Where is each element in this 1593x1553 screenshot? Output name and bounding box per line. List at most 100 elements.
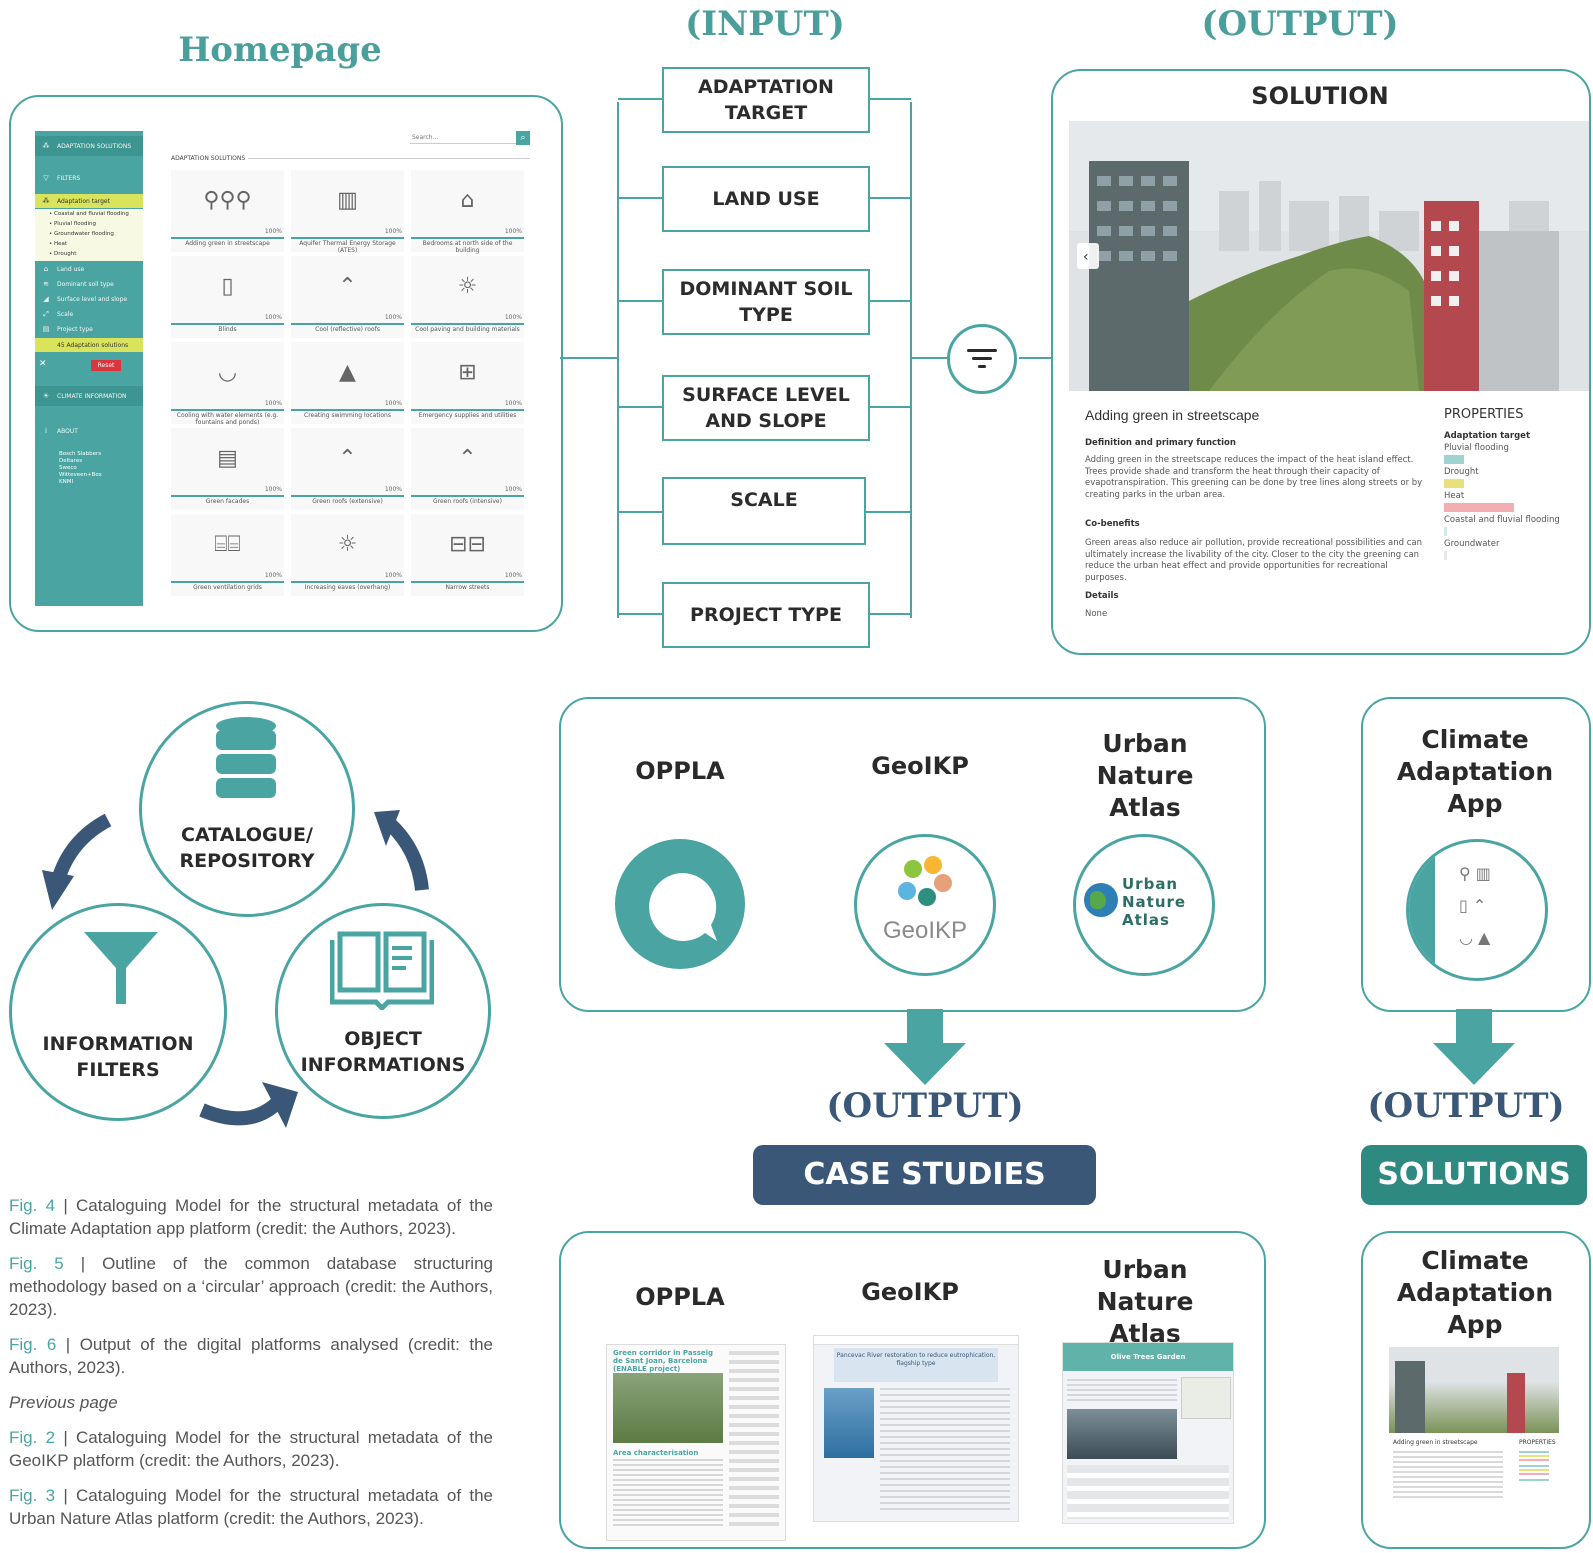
solution-glyph-icon: ⌸⌸ [214,532,241,557]
solution-card[interactable]: ⌃100%Green roofs (extensive) [291,428,404,510]
solution-card[interactable]: ▲100%Creating swimming locations [291,342,404,424]
target-item[interactable]: • Heat [49,241,68,247]
card-label: Emergency supplies and utilities [418,412,517,419]
solution-card[interactable]: ▯100%Blinds [171,256,284,338]
card-percentage: 100% [384,572,402,579]
properties-heading: PROPERTIES [1444,407,1524,422]
solution-card[interactable]: ⌸⌸100%Green ventilation grids [171,514,284,596]
solution-glyph-icon: ☼ [337,532,358,557]
card-divider [411,409,524,411]
card-label: Cool (reflective) roofs [315,326,380,333]
card-divider [411,237,524,239]
card-divider [291,495,404,497]
close-icon[interactable]: ✕ [39,359,47,369]
arrow-down-left-icon [42,870,74,910]
solution-title: Adding green in streetscape [1085,407,1260,423]
sidebar-item-soil[interactable]: ≋Dominant soil type [35,277,143,291]
caption-fig4: Fig. 4 | Cataloguing Model for the struc… [9,1196,493,1238]
solution-card[interactable]: ⚲⚲⚲100%Adding green in streetscape [171,170,284,252]
connector [866,613,911,615]
connector [866,406,911,408]
card-label: Green roofs (extensive) [312,498,383,505]
database-icon [216,717,276,798]
oppla-output-label: OPPLA [635,1283,725,1311]
solution-card[interactable]: ☼100%Increasing eaves (overhang) [291,514,404,596]
card-label: Bedrooms at north side of the building [422,240,513,254]
una-output-label: Urban Nature Atlas [1096,1255,1194,1348]
case-studies-badge: CASE STUDIES [753,1145,1096,1205]
connector [866,98,911,100]
caa-thumb-glyphs: ⚲ ▥ [1459,864,1491,883]
card-percentage: 100% [504,314,522,321]
input-heading: (INPUT) [685,4,845,44]
city-photo-illustration: ‹ [1069,121,1589,391]
solution-card[interactable]: ☼100%Cool paving and building materials [411,256,524,338]
solution-card[interactable]: ◡100%Cooling with water elements (e.g. f… [171,342,284,426]
reset-button[interactable]: Reset [91,360,121,371]
caption-previous-page: Previous page [9,1393,118,1412]
cobenefits-text: Green areas also reduce air pollution, p… [1085,538,1422,583]
catalogue-circle: CATALOGUE/ REPOSITORY [139,701,355,917]
property-label: Groundwater [1444,539,1500,549]
cobenefits-heading: Co-benefits [1085,519,1140,529]
caption-fig6: Fig. 6 | Output of the digital platforms… [9,1335,493,1377]
solution-card[interactable]: ⌂100%Bedrooms at north side of the build… [411,170,524,254]
solution-card[interactable]: ⌃100%Cool (reflective) roofs [291,256,404,338]
solution-card[interactable]: ▥100%Aquifer Thermal Energy Storage (ATE… [291,170,404,254]
details-text: None [1085,609,1108,619]
target-item[interactable]: • Pluvial flooding [49,221,96,227]
solution-card[interactable]: ⊞100%Emergency supplies and utilities [411,342,524,424]
geoikp-label: GeoIKP [871,752,969,780]
catalogue-label: CATALOGUE/ REPOSITORY [179,824,315,872]
sidebar-item-project[interactable]: ▤Project type [35,322,143,336]
solution-glyph-icon: ⌃ [458,446,477,471]
card-divider [291,581,404,583]
solution-glyph-icon: ▥ [337,188,358,213]
geoikp-logo: GeoIKP [854,834,996,976]
sidebar-item-slope[interactable]: ◢Surface level and slope [35,292,143,306]
sidebar-adaptation-target[interactable]: ⁂Adaptation target [35,194,143,208]
una-thumbnail: Olive Trees Garden [1062,1342,1234,1524]
solution-glyph-icon: ▤ [217,446,238,471]
arrow-up-left-icon [374,810,400,846]
property-level-bar [1444,479,1464,488]
connector [866,197,911,199]
sidebar-climate-info[interactable]: ☀CLIMATE INFORMATION [35,386,143,406]
target-item[interactable]: • Coastal and fluvial flooding [49,211,129,217]
filter-funnel-icon [947,324,1017,394]
oppla-thumb-title: Green corridor in Passeig de Sant Joan, … [613,1349,714,1373]
sidebar-header[interactable]: ⁂ADAPTATION SOLUTIONS [35,136,143,156]
definition-text: Adding green in the streetscape reduces … [1085,455,1423,500]
objects-label: OBJECT INFORMATIONS [300,1028,466,1076]
connector [911,357,947,359]
search-icon[interactable]: ⌕ [516,131,530,145]
card-percentage: 100% [504,572,522,579]
solution-card[interactable]: ⊟⊟100%Narrow streets [411,514,524,596]
caa-label: Climate Adaptation App [1396,725,1554,818]
search-input[interactable] [410,131,518,144]
target-item[interactable]: • Groundwater flooding [49,231,114,237]
captions: Fig. 4 | Cataloguing Model for the struc… [9,1194,493,1530]
geoikp-logo-text: GeoIKP [882,917,968,944]
sidebar-item-land-use[interactable]: ⌂Land use [35,262,143,276]
filters-label: INFORMATION FILTERS [42,1033,194,1081]
solutions-section-title: ADAPTATION SOLUTIONS [171,155,246,162]
sun-icon: ☀ [42,392,50,400]
solution-card[interactable]: ⌃100%Green roofs (intensive) [411,428,524,510]
oppla-thumb-photo [613,1373,723,1443]
connector [560,357,618,359]
card-divider [171,323,284,325]
connector [618,511,663,513]
sidebar-filters[interactable]: ▽FILTERS [35,171,143,185]
solution-card[interactable]: ▤100%Green facades [171,428,284,510]
oppla-logo [615,839,745,969]
funnel-icon [84,932,158,1004]
card-percentage: 100% [264,228,282,235]
project-icon: ▤ [42,325,50,333]
sidebar-item-scale[interactable]: ⤢Scale [35,307,143,321]
info-icon: i [45,427,47,435]
card-divider [291,237,404,239]
output-heading-mid: (OUTPUT) [826,1086,1024,1126]
target-item[interactable]: • Drought [49,251,77,257]
